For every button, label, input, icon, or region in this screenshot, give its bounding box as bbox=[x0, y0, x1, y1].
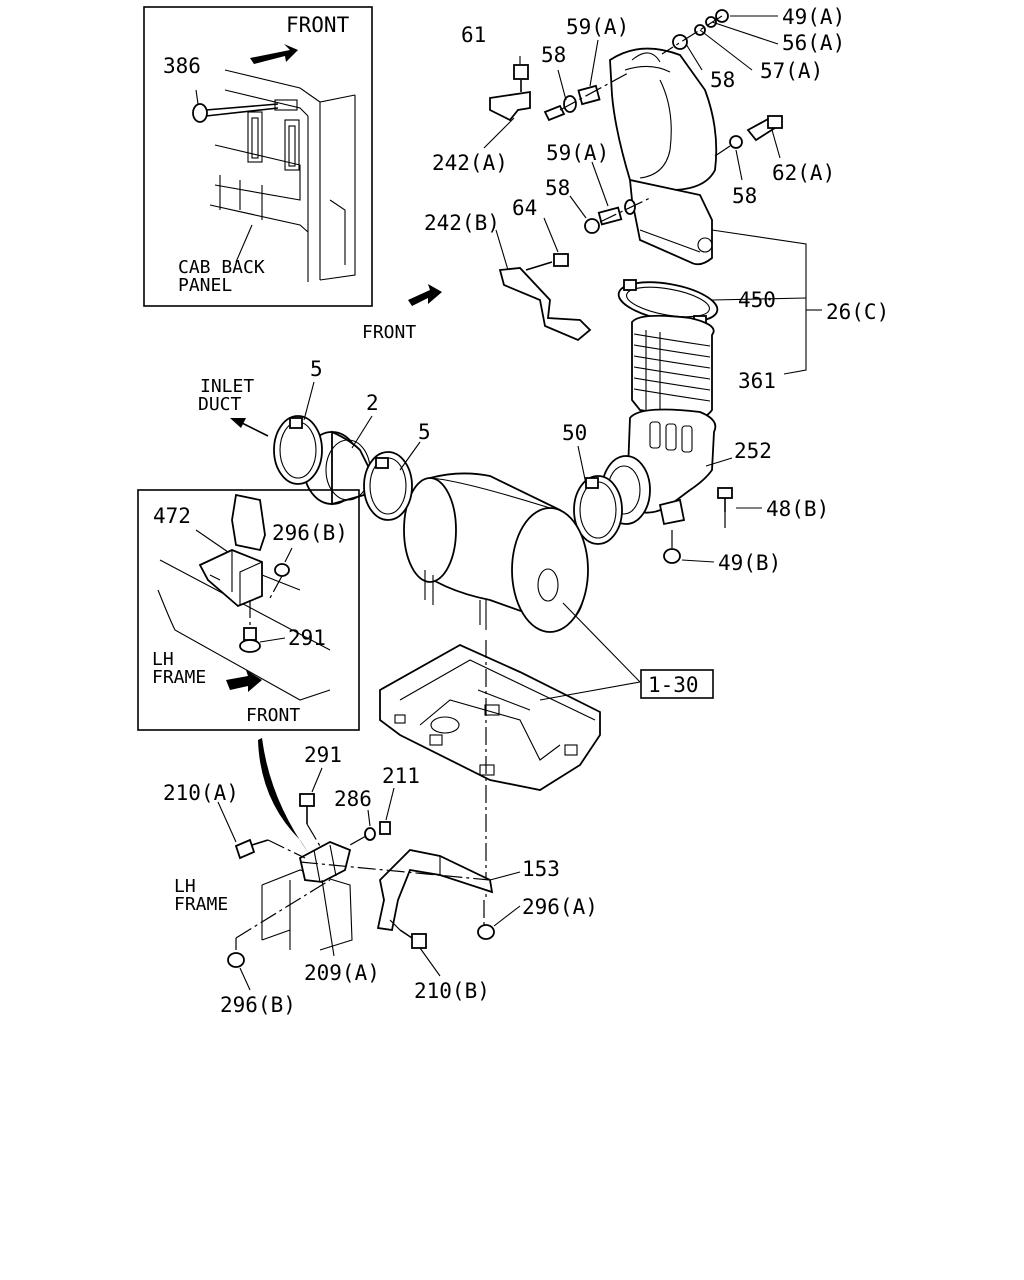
label-inlet: INLET bbox=[200, 376, 254, 397]
front-arrow-icon-lower bbox=[226, 670, 262, 692]
label-58-lower-right: 58 bbox=[732, 184, 757, 208]
label-2: 2 bbox=[366, 391, 379, 415]
label-58-mid: 58 bbox=[545, 176, 570, 200]
label-296a: 296(A) bbox=[522, 895, 598, 919]
label-64: 64 bbox=[512, 196, 537, 220]
label-210b: 210(B) bbox=[414, 979, 490, 1003]
label-242a: 242(A) bbox=[432, 151, 508, 175]
ref-box-1-30 bbox=[640, 669, 714, 699]
label-296b-inset: 296(B) bbox=[272, 521, 348, 545]
label-58-top: 58 bbox=[541, 43, 566, 67]
label-211: 211 bbox=[382, 764, 420, 788]
bracket-assembly bbox=[261, 841, 494, 951]
label-49a: 49(A) bbox=[782, 5, 845, 29]
label-61: 61 bbox=[461, 23, 486, 47]
label-panel: PANEL bbox=[178, 275, 232, 296]
label-48b: 48(B) bbox=[766, 497, 829, 521]
label-duct: DUCT bbox=[198, 394, 242, 415]
label-62a: 62(A) bbox=[772, 161, 835, 185]
inlet-duct-arrow-icon bbox=[230, 418, 246, 428]
front-arrow-icon-mid bbox=[408, 284, 442, 306]
nut-296b bbox=[227, 952, 245, 968]
bracket-242b bbox=[498, 267, 592, 342]
label-296b: 296(B) bbox=[220, 993, 296, 1017]
air-duct bbox=[609, 47, 718, 266]
label-50: 50 bbox=[562, 421, 587, 445]
label-57a: 57(A) bbox=[760, 59, 823, 83]
bolt-61 bbox=[513, 64, 529, 80]
label-front-inset-top: FRONT bbox=[286, 13, 350, 37]
inset-cab-back-panel bbox=[143, 6, 373, 307]
mounting-plate bbox=[379, 643, 601, 791]
label-58-right: 58 bbox=[710, 68, 735, 92]
label-5-right: 5 bbox=[418, 420, 431, 444]
label-210a: 210(A) bbox=[163, 781, 239, 805]
front-arrow-icon bbox=[250, 44, 298, 64]
bellows-361 bbox=[631, 314, 715, 420]
label-front-inset-lower: FRONT bbox=[246, 705, 300, 726]
bracket-242a bbox=[489, 90, 531, 122]
label-cab-back: CAB BACK bbox=[178, 257, 265, 278]
label-frame-inset: FRAME bbox=[152, 667, 206, 688]
callout-curve bbox=[258, 738, 310, 855]
label-1-30: 1-30 bbox=[648, 673, 699, 697]
label-5-left: 5 bbox=[310, 357, 323, 381]
label-450: 450 bbox=[738, 288, 776, 312]
air-cleaner bbox=[403, 472, 589, 633]
label-59a-top: 59(A) bbox=[566, 15, 629, 39]
label-291: 291 bbox=[304, 743, 342, 767]
label-291-inset: 291 bbox=[288, 626, 326, 650]
clamp-450 bbox=[617, 279, 719, 327]
label-209a: 209(A) bbox=[304, 961, 380, 985]
label-386: 386 bbox=[163, 54, 201, 78]
label-242b: 242(B) bbox=[424, 211, 500, 235]
label-59a-mid: 59(A) bbox=[546, 141, 609, 165]
label-153: 153 bbox=[522, 857, 560, 881]
inset-lh-frame bbox=[137, 489, 360, 731]
clamp-50 bbox=[573, 475, 623, 545]
label-26c: 26(C) bbox=[826, 300, 889, 324]
nut-296a bbox=[477, 924, 495, 940]
label-286: 286 bbox=[334, 787, 372, 811]
label-frame-main: FRAME bbox=[174, 894, 228, 915]
label-front-mid: FRONT bbox=[362, 322, 416, 343]
label-361: 361 bbox=[738, 369, 776, 393]
label-lh-inset: LH bbox=[152, 649, 174, 670]
clamp-5-right bbox=[363, 451, 413, 521]
label-252: 252 bbox=[734, 439, 772, 463]
label-472: 472 bbox=[153, 504, 191, 528]
clamp-5-left bbox=[273, 415, 323, 485]
label-49b: 49(B) bbox=[718, 551, 781, 575]
label-56a: 56(A) bbox=[782, 31, 845, 55]
label-lh-main: LH bbox=[174, 876, 196, 897]
